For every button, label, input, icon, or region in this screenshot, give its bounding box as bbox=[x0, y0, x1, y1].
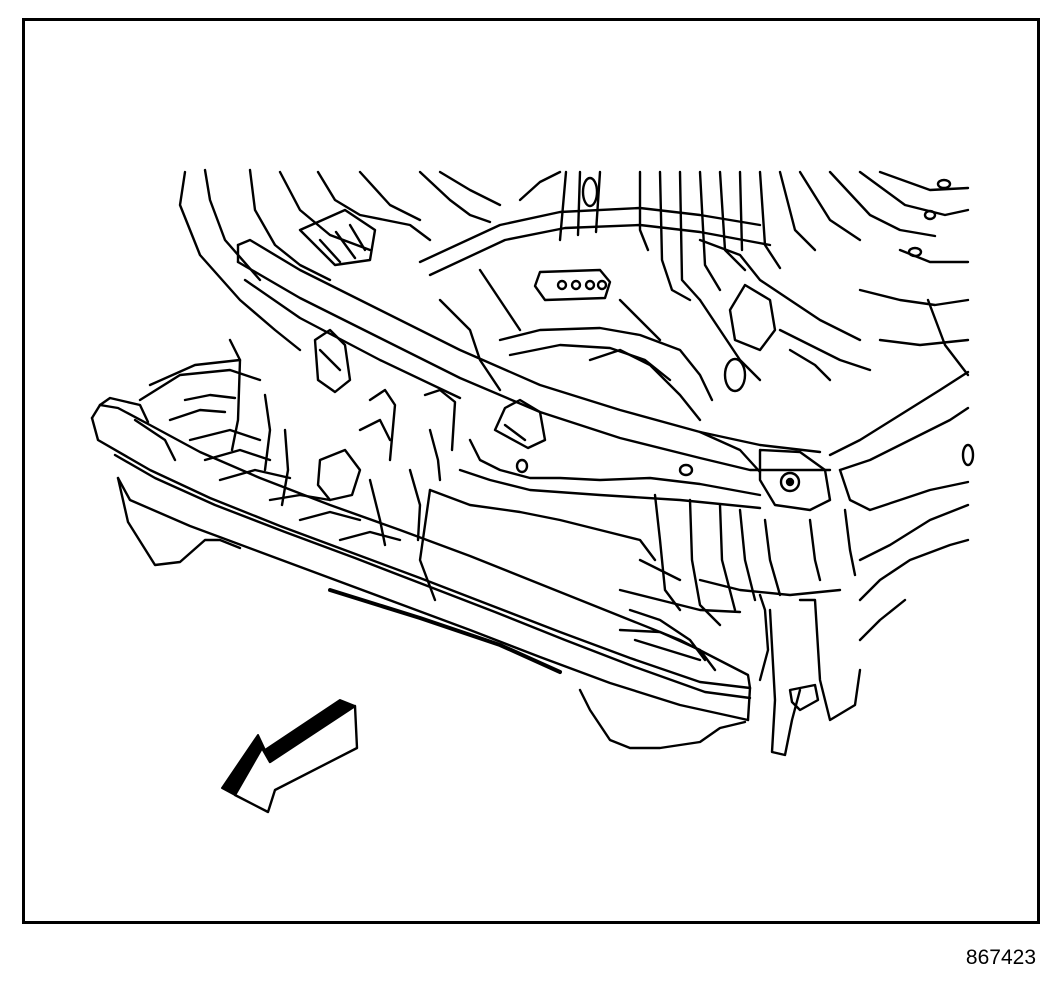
figure-id-label: 867423 bbox=[965, 946, 1036, 969]
engine-compartment-structure bbox=[180, 170, 968, 420]
lower-front-crossmember bbox=[92, 398, 750, 748]
left-splash-shield bbox=[140, 360, 400, 540]
radiator-support-upper-tie-bar bbox=[238, 240, 973, 510]
radiator-support-center-section bbox=[230, 330, 968, 755]
front-arrow-icon bbox=[222, 700, 357, 812]
vehicle-front-structure-illustration bbox=[0, 0, 1050, 930]
illustration-frame bbox=[22, 18, 1040, 924]
